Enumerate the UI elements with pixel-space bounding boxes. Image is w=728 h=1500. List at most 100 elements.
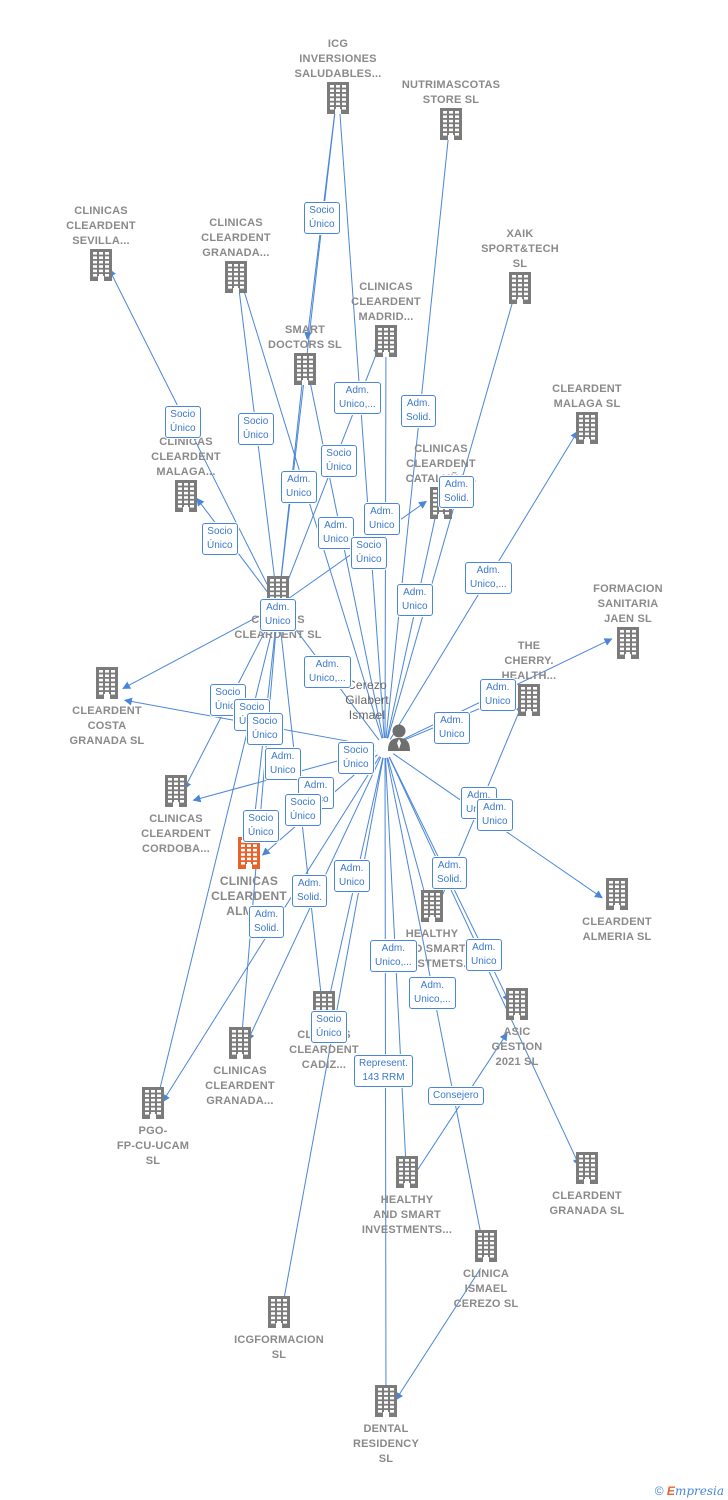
role-badge-socio-nico[interactable]: Socio Único <box>238 413 274 445</box>
company-node-granada3[interactable]: CLEARDENT GRANADA SL <box>522 1152 652 1219</box>
person-label: Cerezo Gilabert Ismael <box>345 678 389 722</box>
company-node-costa[interactable]: CLEARDENT COSTA GRANADA SL <box>42 667 172 749</box>
company-node-almeria1[interactable]: CLINICAS CLEARDENT ALME... <box>184 837 314 919</box>
building-icon <box>214 1296 344 1333</box>
company-node-sevilla[interactable]: CLINICAS CLEARDENT SEVILLA... <box>36 204 166 286</box>
company-node-icgform[interactable]: ICGFORMACION SL <box>214 1296 344 1363</box>
role-badge-socio-nico[interactable]: Socio Único <box>165 406 201 438</box>
company-label: PGO- FP-CU-UCAM SL <box>116 1125 190 1167</box>
company-node-malaga2[interactable]: CLEARDENT MALAGA SL <box>522 382 652 449</box>
company-label: FORMACION SANITARIA JAEN SL <box>593 583 663 625</box>
role-badge-adm-solid[interactable]: Adm. Solid. <box>292 875 328 907</box>
role-badge-adm-unico[interactable]: Adm. Unico <box>364 503 400 535</box>
role-badge-socio-nico[interactable]: Socio Único <box>202 523 238 555</box>
role-badge-adm-unico[interactable]: Adm. Unico <box>477 799 513 831</box>
role-badge-socio-nico[interactable]: Socio Único <box>321 445 357 477</box>
company-label: CLEARDENT GRANADA SL <box>549 1190 625 1217</box>
company-label: CLINICAS CLEARDENT GRANADA... <box>201 217 271 259</box>
footer-credit[interactable]: © Empresia <box>655 1484 724 1498</box>
edge-person-healthy1 <box>387 757 430 904</box>
company-node-granada2[interactable]: CLINICAS CLEARDENT GRANADA... <box>175 1027 305 1109</box>
building-icon <box>522 1152 652 1189</box>
role-badge-socio-nico[interactable]: Socio Único <box>351 537 387 569</box>
company-label: CLINICAS CLEARDENT CORDOBA... <box>141 813 211 855</box>
company-label: CLEARDENT MALAGA SL <box>552 383 622 410</box>
brand-logo-text: mpresia <box>674 1484 724 1498</box>
building-icon <box>36 249 166 286</box>
role-badge-adm-solid[interactable]: Adm. Solid. <box>439 476 475 508</box>
person-node-cerezo-gilabert-ismael[interactable]: Cerezo Gilabert Ismael <box>302 678 432 756</box>
role-badge-adm-unico[interactable]: Adm. Unico,... <box>334 382 381 414</box>
building-icon <box>522 412 652 449</box>
building-icon <box>386 108 516 145</box>
role-badge-socio-nico[interactable]: Socio Único <box>285 794 321 826</box>
brand-logo-e: E <box>666 1484 675 1498</box>
company-node-nutri[interactable]: NUTRIMASCOTAS STORE SL <box>386 78 516 145</box>
role-badge-socio-nico[interactable]: Socio Único <box>311 1011 347 1043</box>
company-label: CLINICAS CLEARDENT SEVILLA... <box>66 205 136 247</box>
building-icon <box>88 1087 218 1124</box>
company-label: CLINICAS CLEARDENT GRANADA... <box>205 1065 275 1107</box>
company-node-dental[interactable]: DENTAL RESIDENCY SL <box>321 1385 451 1467</box>
company-label: ASIC GESTION 2021 SL <box>491 1026 543 1068</box>
building-icon <box>455 272 585 309</box>
edge-person-nutri <box>385 129 453 739</box>
building-icon <box>121 480 251 517</box>
role-badge-adm-unico[interactable]: Adm. Unico,... <box>409 977 456 1009</box>
company-node-pgo[interactable]: PGO- FP-CU-UCAM SL <box>88 1087 218 1169</box>
role-badge-adm-unico[interactable]: Adm. Unico <box>260 599 296 631</box>
role-badge-adm-unico[interactable]: Adm. Unico <box>318 517 354 549</box>
role-badge-adm-unico[interactable]: Adm. Unico,... <box>304 656 351 688</box>
company-node-formacion[interactable]: FORMACION SANITARIA JAEN SL <box>563 582 693 664</box>
role-badge-adm-unico[interactable]: Adm. Unico <box>265 748 301 780</box>
company-label: CLEARDENT ALMERIA SL <box>582 916 652 943</box>
company-node-madrid[interactable]: CLINICAS CLEARDENT MADRID... <box>321 280 451 362</box>
role-badge-consejero[interactable]: Consejero <box>428 1087 484 1105</box>
role-badge-adm-solid[interactable]: Adm. Solid. <box>401 395 437 427</box>
company-node-asic[interactable]: ASIC GESTION 2021 SL <box>452 988 582 1070</box>
company-label: CLINICA ISMAEL CEREZO SL <box>453 1268 519 1310</box>
edge-person-smart <box>306 373 384 739</box>
role-badge-adm-solid[interactable]: Adm. Solid. <box>249 906 285 938</box>
role-badge-adm-unico[interactable]: Adm. Unico <box>334 860 370 892</box>
role-badge-adm-unico[interactable]: Adm. Unico,... <box>370 940 417 972</box>
building-icon <box>452 988 582 1025</box>
company-node-malaga1[interactable]: CLINICAS CLEARDENT MALAGA... <box>121 435 251 517</box>
company-label: CLINICAS CLEARDENT MADRID... <box>351 281 421 323</box>
role-badge-socio-nico[interactable]: Socio Único <box>304 202 340 234</box>
role-badge-adm-unico[interactable]: Adm. Unico <box>397 584 433 616</box>
company-node-xaik[interactable]: XAIK SPORT&TECH SL <box>455 227 585 309</box>
company-node-healthy2[interactable]: HEALTHY AND SMART INVESTMENTS... <box>342 1156 472 1238</box>
company-label: THE CHERRY. HEALTH... <box>501 640 557 682</box>
edge-ismael-dental <box>395 1268 481 1401</box>
company-label: CLEARDENT COSTA GRANADA SL <box>69 705 145 747</box>
company-node-icg[interactable]: ICG INVERSIONES SALUDABLES... <box>273 37 403 119</box>
role-badge-socio-nico[interactable]: Socio Único <box>243 810 279 842</box>
building-icon <box>321 1385 451 1422</box>
company-node-ismael[interactable]: CLINICA ISMAEL CEREZO SL <box>421 1230 551 1312</box>
role-badge-adm-unico[interactable]: Adm. Unico,... <box>465 562 512 594</box>
company-label: NUTRIMASCOTAS STORE SL <box>401 79 501 106</box>
role-badge-socio-nico[interactable]: Socio Único <box>338 742 374 774</box>
building-icon <box>273 82 403 119</box>
company-node-cordoba[interactable]: CLINICAS CLEARDENT CORDOBA... <box>111 775 241 857</box>
role-badge-socio-nico[interactable]: Socio Único <box>247 713 283 745</box>
role-badge-represent-143-rrm[interactable]: Represent. 143 RRM <box>354 1055 413 1087</box>
role-badge-adm-unico[interactable]: Adm. Unico <box>480 679 516 711</box>
building-icon <box>342 1156 472 1193</box>
role-badge-adm-unico[interactable]: Adm. Unico <box>466 939 502 971</box>
role-badge-adm-unico[interactable]: Adm. Unico <box>434 712 470 744</box>
company-node-almeria2[interactable]: CLEARDENT ALMERIA SL <box>552 878 682 945</box>
edge-cleardentsl-icg <box>278 103 340 597</box>
building-icon <box>42 667 172 704</box>
company-node-granada1[interactable]: CLINICAS CLEARDENT GRANADA... <box>171 216 301 298</box>
company-label: ICGFORMACION SL <box>234 1334 324 1361</box>
edge-person-cataluna <box>386 507 440 739</box>
role-badge-adm-unico[interactable]: Adm. Unico <box>281 471 317 503</box>
building-icon <box>321 325 451 362</box>
building-icon <box>367 890 497 927</box>
role-badge-adm-solid[interactable]: Adm. Solid. <box>432 857 468 889</box>
company-node-smart[interactable]: SMART DOCTORS SL <box>240 323 370 390</box>
company-node-cherry[interactable]: THE CHERRY. HEALTH... <box>464 639 594 721</box>
